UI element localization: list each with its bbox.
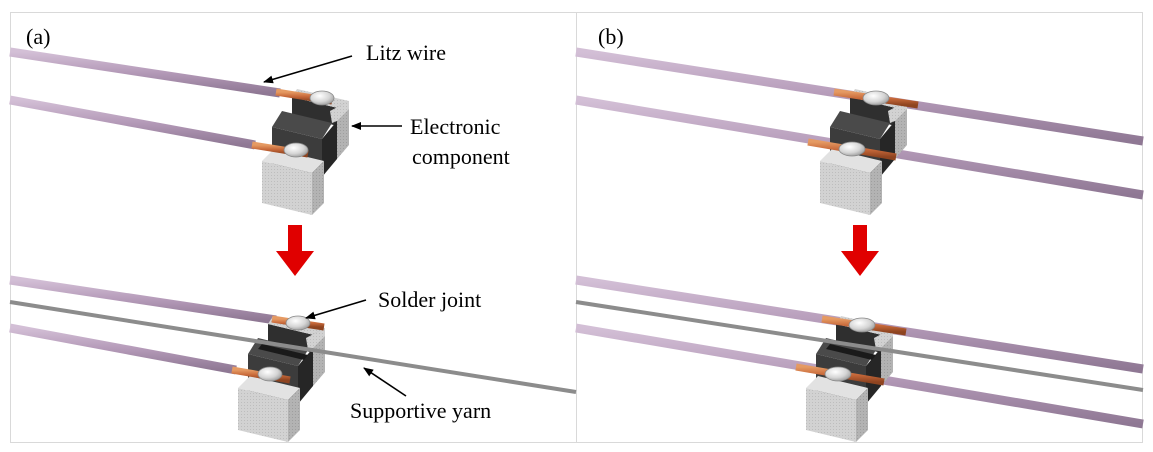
litz-wire xyxy=(9,323,237,375)
panel-a-top-assembly xyxy=(9,47,349,215)
panel-b-bottom-assembly xyxy=(575,275,1144,442)
supportive-yarn-pointer xyxy=(363,367,407,397)
solder-joint xyxy=(848,317,876,333)
solder-joint xyxy=(862,90,890,106)
solder-joint xyxy=(285,315,311,331)
supportive-yarn xyxy=(575,300,1144,392)
electronic-component-label-line1: Electronic xyxy=(410,114,501,139)
solder-joint xyxy=(283,142,309,158)
process-arrow xyxy=(841,225,879,276)
litz-wire-label: Litz wire xyxy=(366,40,446,65)
component-groove xyxy=(826,344,876,360)
component-groove xyxy=(258,344,308,360)
solder-joint xyxy=(257,366,283,382)
supportive-yarn xyxy=(9,300,577,394)
solder-joint xyxy=(824,366,852,382)
panel-b-frame xyxy=(576,12,1143,443)
litz-wire xyxy=(9,275,277,325)
panel-a-label: (a) xyxy=(26,24,50,49)
panel-b-label: (b) xyxy=(598,24,624,49)
panel-b-top-assembly xyxy=(575,47,1144,215)
litz-wire xyxy=(9,47,281,98)
solder-joint xyxy=(838,141,866,157)
panel-a-bottom-assembly xyxy=(9,275,577,442)
process-arrow xyxy=(276,225,314,276)
litz-wire-pointer xyxy=(263,55,353,84)
litz-wire xyxy=(9,95,256,150)
solder-joint-label: Solder joint xyxy=(378,287,481,312)
supportive-yarn-label: Supportive yarn xyxy=(350,398,491,423)
solder-joint xyxy=(309,90,335,106)
electronic-component-label-line2: component xyxy=(412,144,510,169)
solder-joint-pointer xyxy=(305,299,367,320)
